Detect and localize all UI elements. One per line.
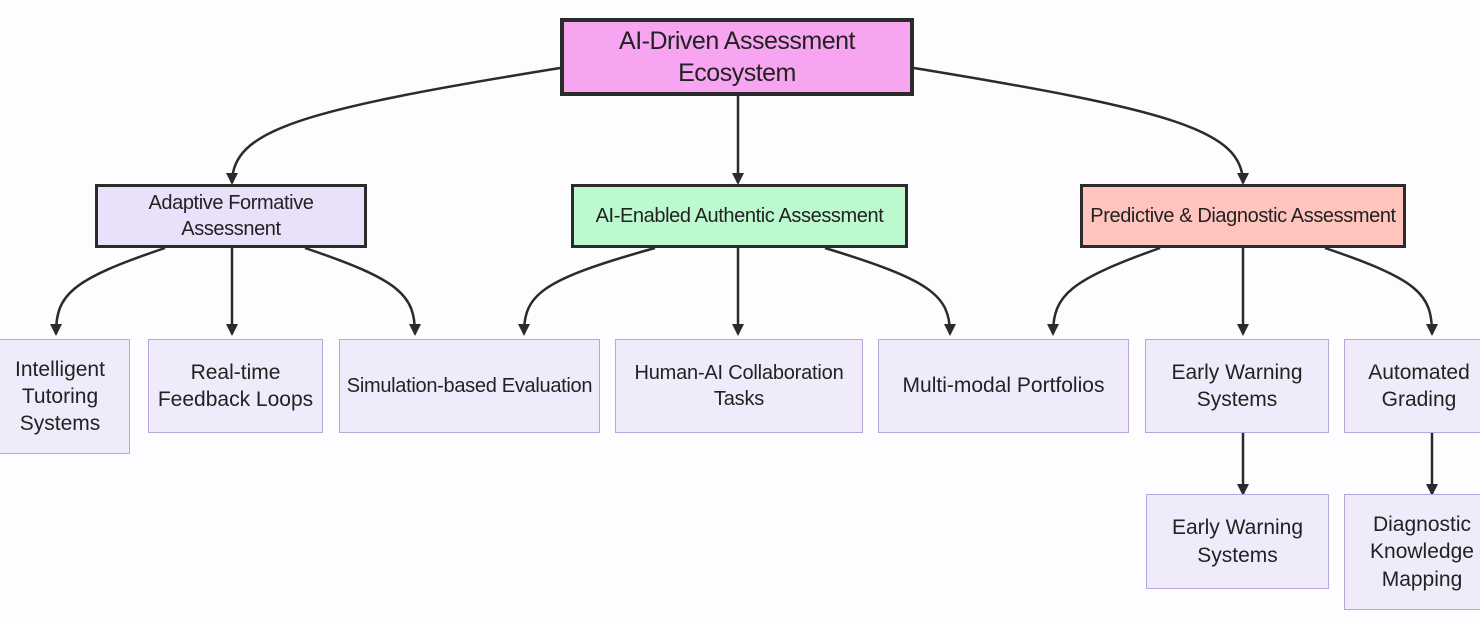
edge-adaptive-its — [50, 246, 166, 336]
leaf-early-warning-2: Early Warning Systems — [1146, 494, 1329, 589]
leaf-early-warning-1: Early Warning Systems — [1145, 339, 1329, 433]
edge-authentic-simulation — [518, 246, 656, 336]
edge-root-adaptive — [226, 66, 561, 185]
edge-root-predictive — [913, 66, 1249, 185]
leaf-intelligent-tutoring: Intelligent Tutoring Systems — [0, 339, 130, 454]
category-authentic-label: AI-Enabled Authentic Assessment — [595, 205, 884, 227]
leaf-early-warning-1-label: Early Warning Systems — [1171, 360, 1303, 411]
leaf-simulation-evaluation: Simulation-based Evaluation — [339, 339, 600, 433]
category-authentic: AI-Enabled Authentic Assessment — [571, 184, 908, 248]
leaf-automated-grading: Automated Grading — [1344, 339, 1480, 433]
leaf-simulation-evaluation-label: Simulation-based Evaluation — [346, 375, 593, 397]
leaf-automated-grading-label: Automated Grading — [1368, 360, 1470, 411]
leaf-diagnostic-mapping: Diagnostic Knowledge Mapping — [1344, 494, 1480, 610]
leaf-human-ai-collaboration: Human-AI Collaboration Tasks — [615, 339, 863, 433]
leaf-human-ai-collaboration-label: Human-AI Collaboration Tasks — [634, 362, 844, 410]
root-node: AI-Driven Assessment Ecosystem — [560, 18, 914, 96]
category-predictive-label: Predictive & Diagnostic Assessment — [1090, 205, 1396, 227]
leaf-realtime-feedback-label: Real-time Feedback Loops — [157, 360, 314, 411]
leaf-intelligent-tutoring-label: Intelligent Tutoring Systems — [15, 357, 105, 436]
leaf-multimodal-portfolios: Multi-modal Portfolios — [878, 339, 1129, 433]
root-label: AI-Driven Assessment Ecosystem — [619, 26, 855, 88]
edge-authentic-portfolios — [824, 246, 956, 336]
leaf-diagnostic-mapping-label: Diagnostic Knowledge Mapping — [1370, 513, 1474, 591]
leaf-realtime-feedback: Real-time Feedback Loops — [148, 339, 323, 433]
edge-predictive-portfolios — [1047, 246, 1161, 336]
edge-predictive-grading — [1324, 246, 1438, 336]
category-adaptive: Adaptive Formative Assessnent — [95, 184, 367, 248]
leaf-early-warning-2-label: Early Warning Systems — [1171, 516, 1304, 567]
category-predictive: Predictive & Diagnostic Assessment — [1080, 184, 1406, 248]
category-adaptive-label: Adaptive Formative Assessnent — [148, 192, 314, 240]
edge-adaptive-simulation — [304, 246, 421, 336]
leaf-multimodal-portfolios-label: Multi-modal Portfolios — [902, 374, 1105, 398]
